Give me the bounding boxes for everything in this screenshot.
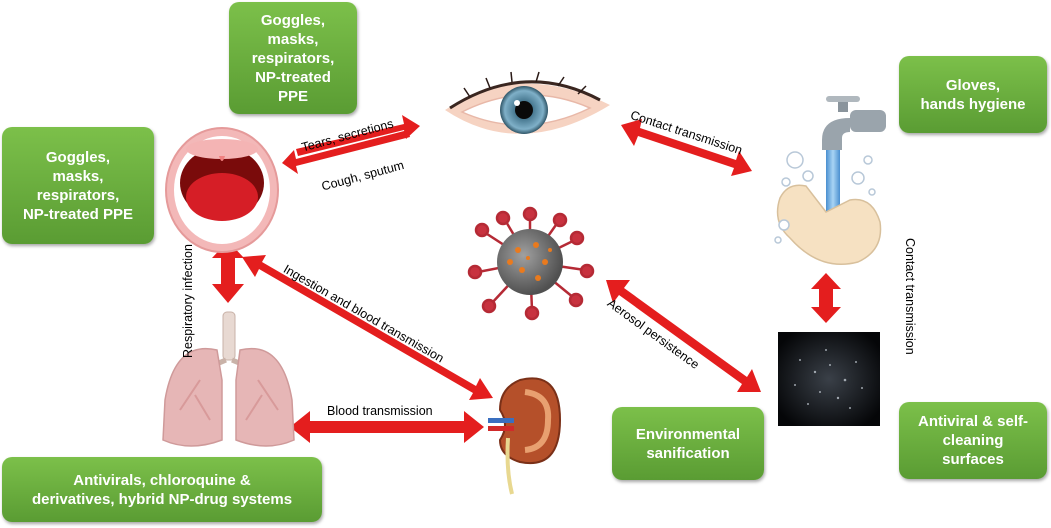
arrow-tears: [296, 115, 420, 156]
box-left-protection: Goggles, masks, respirators, NP-treated …: [2, 127, 154, 244]
arrow-cough: [282, 130, 410, 174]
lungs-icon: [162, 311, 295, 447]
box-top-center-protection: Goggles, masks, respirators, NP-treated …: [229, 2, 357, 114]
eye-icon: [445, 71, 610, 134]
arrow-aerosol: [606, 280, 761, 392]
arrow-contact-hands: [811, 273, 841, 323]
kidney-icon: [488, 377, 562, 495]
box-bottom-left-treatment: Antivirals, chloroquine & derivatives, h…: [2, 457, 322, 522]
arrow-contact-eye: [621, 119, 752, 176]
arrows: [212, 115, 841, 443]
arrow-blood: [290, 411, 484, 443]
arrow-respiratory: [212, 241, 244, 303]
box-bottom-right-surfaces: Antiviral & self- cleaning surfaces: [899, 402, 1047, 479]
box-top-right-hygiene: Gloves, hands hygiene: [899, 56, 1047, 133]
aerosol-surface-icon: [778, 332, 880, 426]
label-respiratory-infection: Respiratory infection: [181, 244, 195, 358]
faucet-hands-icon: [774, 96, 886, 266]
mouth-icon: [165, 127, 279, 253]
virus-icon: [467, 206, 595, 321]
arrow-ingestion: [242, 255, 493, 400]
label-blood-transmission: Blood transmission: [327, 404, 433, 418]
label-contact-transmission-hands: Contact transmission: [903, 238, 917, 355]
box-center-right-sanification: Environmental sanification: [612, 407, 764, 480]
